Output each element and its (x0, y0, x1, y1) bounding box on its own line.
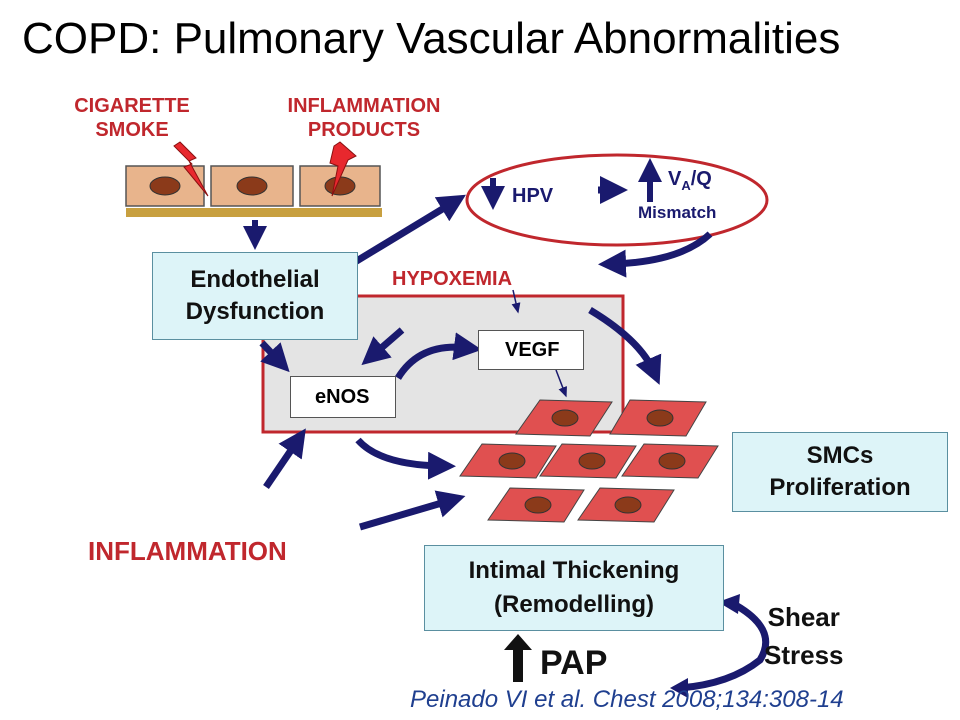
shear-arrowhead-bottom (670, 678, 688, 698)
shear-stress-line2: Stress (764, 640, 844, 670)
basement-membrane (126, 208, 382, 217)
page-title: COPD: Pulmonary Vascular Abnormalities (22, 14, 841, 63)
mismatch-label: Mismatch (638, 203, 717, 222)
arrow-hypoxemia-to-vegf (511, 289, 521, 314)
cell-nucleus (524, 496, 552, 514)
shear-stress-label: Shear Stress (764, 598, 844, 674)
arrow-mismatch-to-hypoxemia (598, 231, 713, 278)
endothelial-dysfunction-line2: Dysfunction (185, 298, 325, 325)
arrow-enos-to-vegf (395, 332, 482, 380)
arrow-endothelial-to-enos (259, 340, 290, 373)
inflammation-products-label: INFLAMMATION PRODUCTS (254, 94, 474, 142)
enos-label: eNOS (315, 385, 370, 408)
endothelial-dysfunction-box: Endothelial Dysfunction (152, 252, 358, 340)
shear-stress-curve (679, 598, 770, 692)
cell-nucleus (614, 496, 642, 514)
endothelial-cells (125, 165, 382, 217)
arrow-to-enos (361, 327, 405, 366)
cell-nucleus (324, 176, 356, 196)
cigarette-smoke-label: CIGARETTE SMOKE (52, 94, 212, 142)
cell-nucleus (578, 452, 606, 470)
vegf-box: VEGF (478, 330, 584, 370)
vaq-label: VA/Q (668, 168, 712, 193)
cigarette-smoke-line2: SMOKE (95, 119, 169, 141)
hpv-label: HPV (512, 185, 554, 207)
lightning-bolt-icon (173, 141, 209, 197)
endothelial-dysfunction-line1: Endothelial (190, 266, 320, 293)
intimal-line1: Intimal Thickening (468, 557, 680, 584)
cell-nucleus (646, 409, 674, 427)
hypoxemia-label: HYPOXEMIA (392, 268, 513, 290)
lightning-bolt-icon (329, 141, 357, 197)
cell-nucleus (149, 176, 181, 196)
cell-nucleus (658, 452, 686, 470)
inflammation-label: INFLAMMATION (88, 536, 287, 566)
shear-stress-line1: Shear (767, 602, 840, 632)
smcs-proliferation-box: SMCs Proliferation (732, 432, 948, 512)
hpv-ellipse (465, 153, 769, 247)
arrow-to-smc-right (588, 306, 662, 385)
vaq-v: V (668, 168, 682, 190)
enos-box: eNOS (290, 376, 396, 418)
smcs-line1: SMCs (806, 442, 874, 469)
cell-nucleus (551, 409, 579, 427)
intimal-line2: (Remodelling) (494, 591, 654, 618)
pap-up-arrow-icon (504, 634, 532, 650)
arrow-vegf-to-smc (555, 369, 567, 398)
citation: Peinado VI et al. Chest 2008;134:308-14 (410, 686, 844, 713)
vaq-rest: /Q (690, 168, 712, 190)
arrow-inflammation-to-smc (359, 490, 466, 531)
arrow-enos-to-smc (355, 437, 456, 480)
vaq-subscript: A (681, 178, 691, 193)
shear-arrowhead-top (718, 594, 740, 614)
pap-label: PAP (540, 644, 608, 682)
cell-nucleus (236, 176, 268, 196)
inflammation-products-line1: INFLAMMATION (287, 95, 441, 117)
cigarette-smoke-line1: CIGARETTE (74, 95, 190, 117)
arrow-endothelial-to-hpv (348, 194, 466, 268)
intimal-thickening-box: Intimal Thickening (Remodelling) (424, 545, 724, 631)
vegf-label: VEGF (505, 338, 560, 361)
smc-cells (459, 399, 719, 523)
smcs-line2: Proliferation (769, 474, 911, 501)
arrow-inflammation-to-enos (263, 428, 306, 489)
cell-nucleus (498, 452, 526, 470)
inflammation-products-line2: PRODUCTS (307, 119, 421, 141)
